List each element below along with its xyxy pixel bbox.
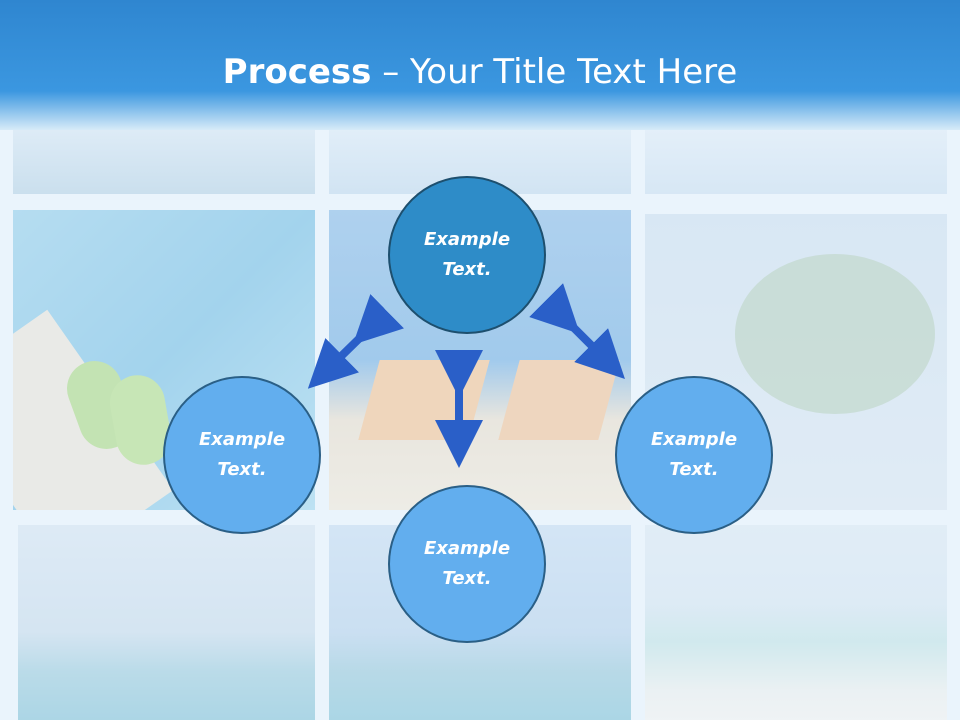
node-bottom-line1: Example (423, 538, 511, 559)
photo-tile-shore (645, 525, 947, 720)
node-top-line1: Example (423, 229, 511, 250)
title-banner (0, 0, 960, 130)
photo-tile-top-left (13, 130, 315, 194)
node-left-line2: Text. (217, 459, 267, 480)
node-bottom-line2: Text. (442, 568, 492, 589)
node-top-line2: Text. (442, 259, 492, 280)
slide-title: Process – Your Title Text Here (0, 52, 960, 92)
arrow-top-right (529, 283, 625, 379)
title-dash: – (371, 52, 411, 92)
node-right-line1: Example (650, 429, 738, 450)
photo-tile-bay (18, 525, 315, 720)
node-left-line1: Example (198, 429, 286, 450)
photo-tile-top-right (645, 130, 947, 194)
node-right-line2: Text. (669, 459, 719, 480)
title-bold: Process (222, 52, 372, 92)
title-rest: Your Title Text Here (410, 52, 738, 92)
arrow-top-left (307, 294, 404, 389)
